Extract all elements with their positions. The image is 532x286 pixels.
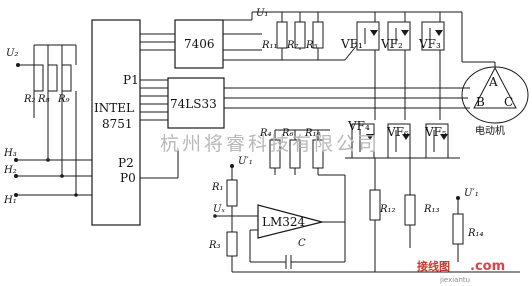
logo-url: jiexiantu: [439, 276, 470, 284]
resistor-r2: [33, 64, 44, 92]
resistor-r3: [226, 231, 238, 257]
p1-bus: [140, 79, 168, 121]
resistor-r8: [47, 64, 58, 92]
label-r9: R₉: [57, 94, 70, 105]
lower-resistor-bank: [269, 129, 330, 175]
mosfet-vf6: [387, 123, 411, 159]
logic-74ls33-label: 74LS33: [170, 97, 217, 111]
u2-input-network: [16, 44, 77, 195]
motor: [461, 61, 529, 124]
resistor-r11: [276, 21, 288, 49]
label-vf1: VF₁: [340, 37, 363, 51]
label-h3: H₃: [3, 148, 17, 159]
label-vf6: VF₆: [386, 125, 409, 139]
resistor-r9: [61, 64, 72, 92]
label-r10: R₁₀: [304, 128, 321, 139]
label-vf5: VF₅: [424, 125, 447, 139]
label-u1-prime-right: U′₁: [464, 188, 479, 199]
comparator-label: LM324: [262, 215, 306, 229]
comparator-section: [213, 164, 520, 273]
label-r13: R₁₃: [423, 204, 440, 215]
label-vf3: VF₃: [418, 37, 441, 51]
upper-resistor-bank: [262, 12, 345, 61]
label-h1: H₁: [3, 195, 17, 206]
mosfet-vf4: [351, 123, 375, 159]
resistor-r12: [369, 189, 381, 221]
label-r2: R₂: [23, 94, 36, 105]
site-logo: 接线图 .com jiexiantu: [417, 259, 505, 284]
label-ux: Uₓ: [213, 204, 225, 215]
label-vf4: VF₄: [347, 119, 370, 133]
label-u1-prime-mid: U′₁: [238, 156, 253, 167]
sense-resistors: [369, 189, 464, 272]
mosfet-vf2: [387, 21, 411, 51]
driver-7406: [174, 19, 224, 69]
motor-phase-b: B: [476, 95, 485, 109]
mcu-to-7406-bus: [140, 33, 175, 51]
watermark: 杭州将睿科技有限公司: [160, 133, 380, 155]
driver-7406-label: 7406: [184, 37, 215, 51]
label-r1: R₁: [211, 182, 224, 193]
mcu-intel-8751: [91, 19, 141, 226]
motor-phase-c: C: [504, 95, 513, 109]
resistor-r14: [452, 213, 464, 245]
logo-mark: 接线图: [417, 259, 450, 273]
label-r6: R₆: [281, 128, 294, 139]
upper-switch-row: [344, 12, 463, 120]
mosfet-vf3: [421, 21, 445, 51]
label-r11: R₁₁: [261, 40, 278, 51]
mcu-label-line2: 8751: [102, 117, 133, 131]
mcu-label-line1: INTEL: [94, 101, 134, 115]
label-r14: R₁₄: [467, 228, 484, 239]
port-p1-label: P1: [123, 73, 139, 87]
resistor-r1: [226, 179, 238, 207]
label-r8: R₈: [37, 94, 50, 105]
label-capacitor: C: [298, 238, 306, 249]
logo-domain: .com: [470, 259, 505, 274]
hall-inputs: [14, 158, 92, 197]
label-r3: R₃: [208, 240, 221, 251]
logic-74ls33: [167, 77, 225, 129]
lower-switch-row: [345, 123, 460, 195]
label-r7: R₇: [286, 40, 299, 51]
label-vf2: VF₂: [380, 37, 403, 51]
mosfet-vf1: [356, 21, 380, 51]
port-p0-label: P0: [120, 171, 136, 185]
port-p2-label: P2: [118, 156, 134, 170]
label-h2: H₂: [3, 165, 17, 176]
label-u1: U₁: [256, 8, 268, 19]
resistor-r13: [404, 194, 416, 226]
op-amp-lm324: [257, 204, 323, 239]
motor-caption: 电动机: [475, 124, 505, 137]
label-r5: R₅: [305, 40, 318, 51]
label-u2: U₂: [6, 48, 18, 59]
label-r4: R₄: [259, 128, 272, 139]
label-r12: R₁₂: [379, 204, 396, 215]
motor-phase-a: A: [488, 75, 498, 89]
